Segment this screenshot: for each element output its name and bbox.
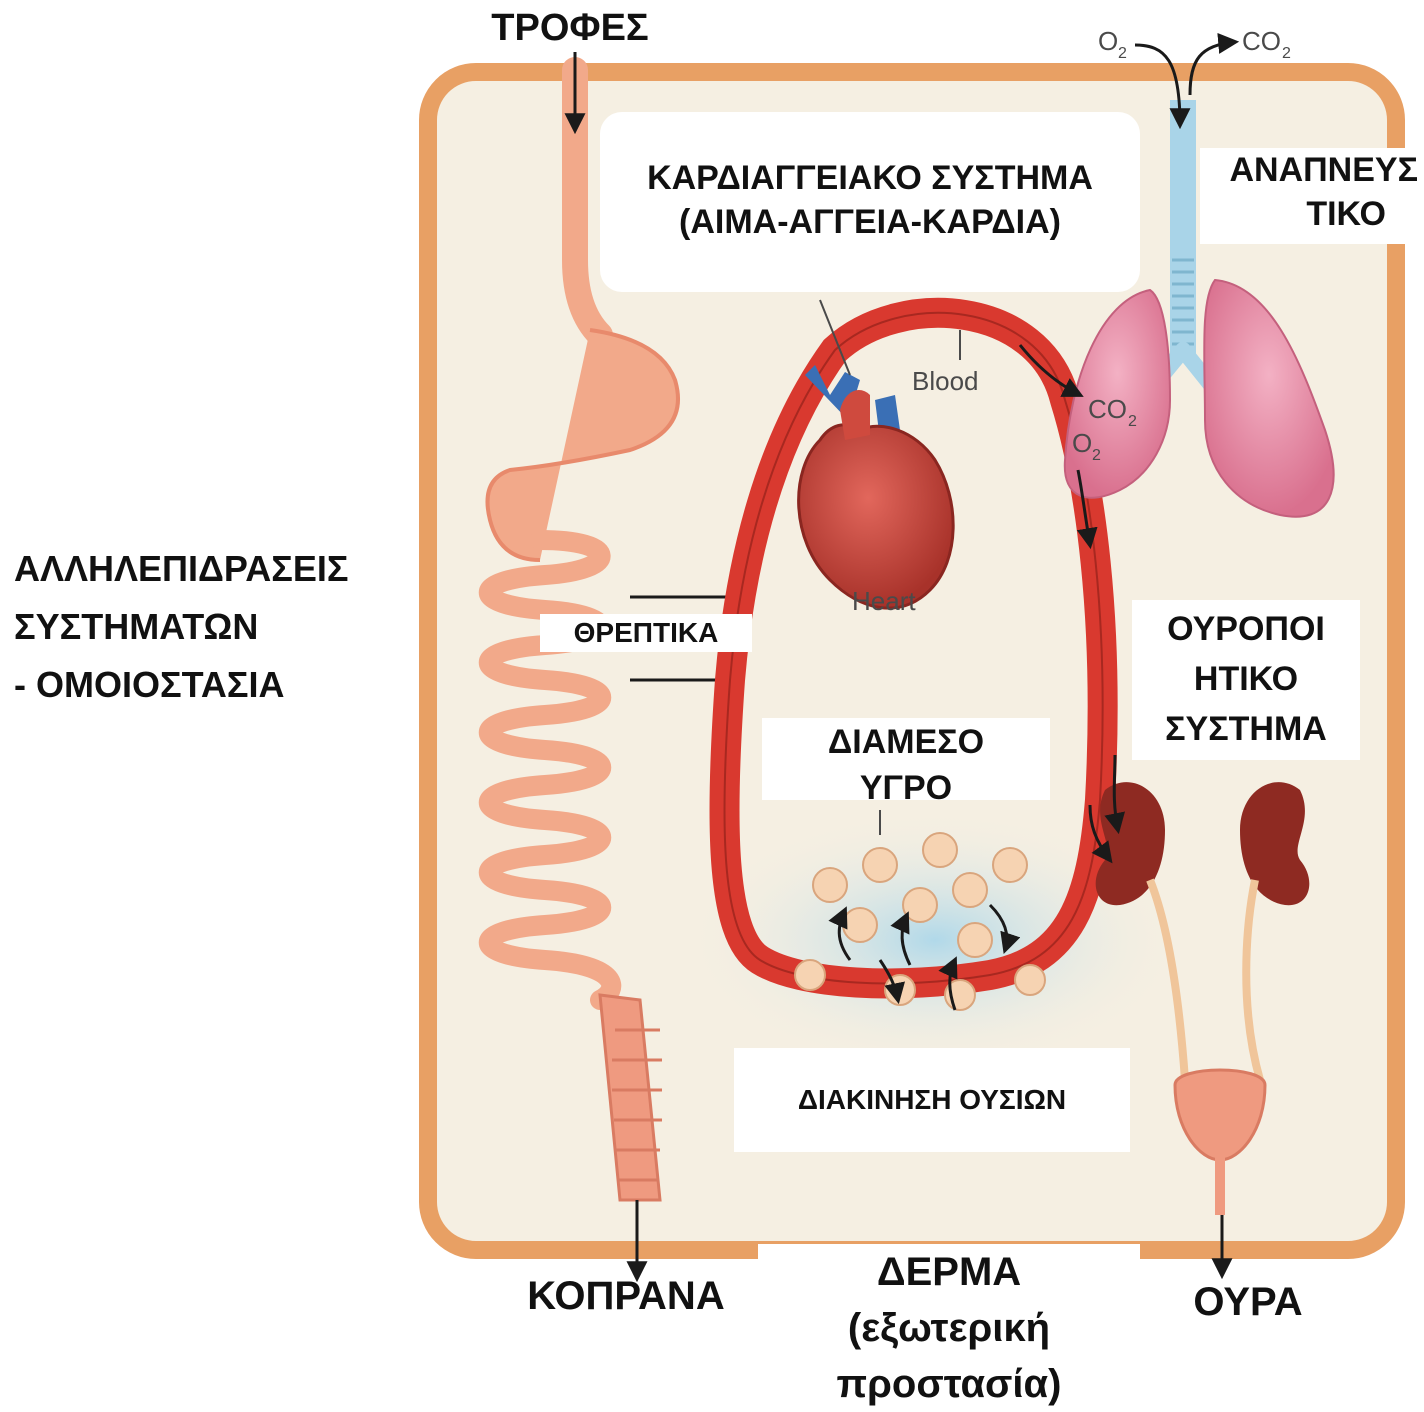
cardiovascular-label: ΚΑΡΔΙΑΓΓΕΙΑΚΟ ΣΥΣΤΗΜΑ (ΑΙΜΑ-ΑΓΓΕΙΑ-ΚΑΡΔΙ… bbox=[600, 112, 1140, 292]
respiratory-line-1: ΑΝΑΠΝΕΥΣ bbox=[1200, 148, 1418, 192]
svg-text:O: O bbox=[1098, 26, 1118, 56]
svg-text:2: 2 bbox=[1092, 447, 1101, 464]
svg-text:2: 2 bbox=[1128, 413, 1137, 430]
urine-label: ΟΥΡΑ bbox=[1170, 1278, 1326, 1326]
urinary-line-2: ΗΤΙΚΟ bbox=[1132, 654, 1360, 704]
blood-label: Blood bbox=[912, 366, 979, 396]
title-line-3: - ΟΜΟΙΟΣΤΑΣΙΑ bbox=[14, 656, 394, 714]
page-title: ΑΛΛΗΛΕΠΙΔΡΑΣΕΙΣ ΣΥΣΤΗΜΑΤΩΝ - ΟΜΟΙΟΣΤΑΣΙΑ bbox=[14, 540, 394, 714]
food-label: ΤΡΟΦΕΣ bbox=[470, 6, 670, 52]
transport-label: ΔΙΑΚΙΝΗΣΗ ΟΥΣΙΩΝ bbox=[734, 1048, 1130, 1152]
svg-text:CO: CO bbox=[1242, 26, 1281, 56]
cardiovascular-line-2: (ΑΙΜΑ-ΑΓΓΕΙΑ-ΚΑΡΔΙΑ) bbox=[600, 200, 1140, 244]
urinary-line-1: ΟΥΡΟΠΟΙ bbox=[1132, 604, 1360, 654]
skin-line-3: προστασία) bbox=[758, 1356, 1140, 1412]
svg-text:2: 2 bbox=[1282, 45, 1291, 62]
svg-text:2: 2 bbox=[1118, 45, 1127, 62]
interstitial-line-2: ΥΓΡΟ bbox=[762, 764, 1050, 812]
title-line-1: ΑΛΛΗΛΕΠΙΔΡΑΣΕΙΣ bbox=[14, 540, 394, 598]
respiratory-label: ΑΝΑΠΝΕΥΣ ΤΙΚΟ bbox=[1200, 148, 1424, 244]
feces-label: ΚΟΠΡΑΝΑ bbox=[520, 1272, 732, 1320]
urinary-line-3: ΣΥΣΤΗΜΑ bbox=[1132, 704, 1360, 754]
cardiovascular-line-1: ΚΑΡΔΙΑΓΓΕΙΑΚΟ ΣΥΣΤΗΜΑ bbox=[600, 156, 1140, 200]
interstitial-line-1: ΔΙΑΜΕΣΟ bbox=[762, 718, 1050, 766]
nutrients-label: ΘΡΕΠΤΙΚΑ bbox=[540, 614, 752, 652]
title-line-2: ΣΥΣΤΗΜΑΤΩΝ bbox=[14, 598, 394, 656]
skin-line-1: ΔΕΡΜΑ bbox=[758, 1244, 1140, 1300]
heart-label: Heart bbox=[852, 586, 916, 616]
skin-label: ΔΕΡΜΑ (εξωτερική προστασία) bbox=[758, 1244, 1140, 1405]
svg-text:O: O bbox=[1072, 428, 1092, 458]
skin-line-2: (εξωτερική bbox=[758, 1300, 1140, 1356]
respiratory-line-2: ΤΙΚΟ bbox=[1200, 192, 1418, 236]
urinary-label: ΟΥΡΟΠΟΙ ΗΤΙΚΟ ΣΥΣΤΗΜΑ bbox=[1132, 600, 1360, 760]
svg-text:CO: CO bbox=[1088, 394, 1127, 424]
